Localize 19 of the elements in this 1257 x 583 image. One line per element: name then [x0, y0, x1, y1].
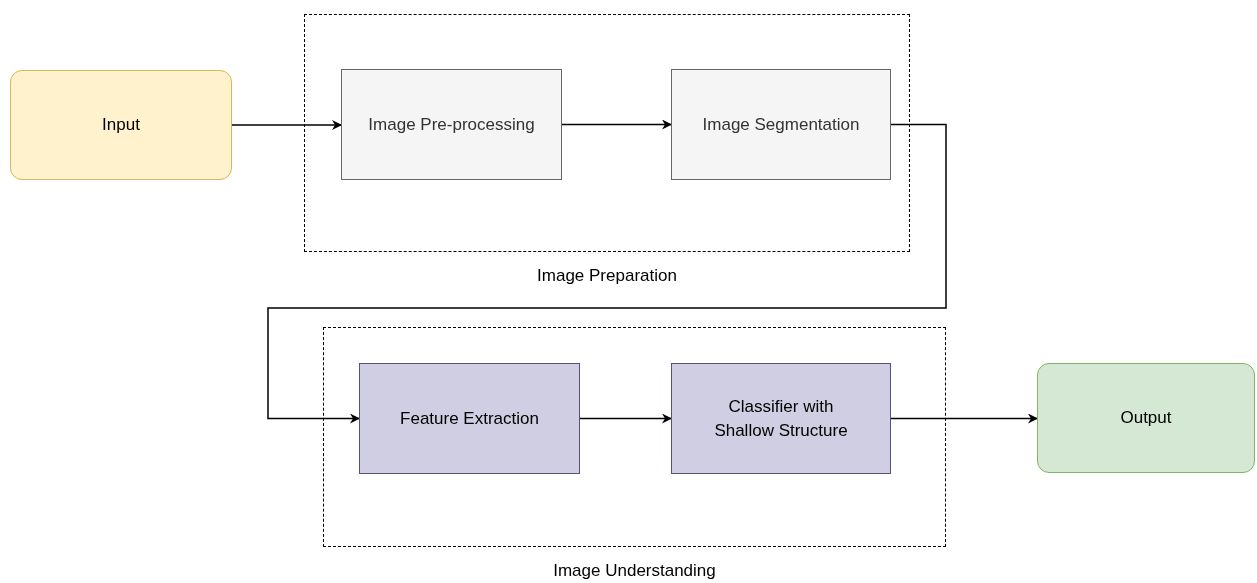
process-box: [671, 363, 891, 474]
node-text: Image Segmentation: [702, 113, 860, 136]
node-text: Output: [1120, 407, 1172, 429]
arrow: [267, 123, 947, 424]
process-box: [359, 363, 580, 474]
node-text: Input: [102, 114, 140, 136]
process-box: [671, 69, 891, 180]
arrow: [231, 120, 342, 130]
terminal-box: [1037, 363, 1255, 473]
node-text: Image Pre-processing: [368, 113, 535, 136]
process-box: [341, 69, 562, 180]
arrow: [561, 119, 672, 130]
terminal-box: [10, 70, 232, 180]
arrow: [579, 413, 672, 424]
node-text: Classifier with Shallow Structure: [713, 395, 849, 442]
arrow: [890, 413, 1038, 424]
node-text: Feature Extraction: [400, 407, 539, 430]
group-label: Image Understanding: [552, 561, 717, 581]
group-label: Image Preparation: [536, 266, 678, 286]
